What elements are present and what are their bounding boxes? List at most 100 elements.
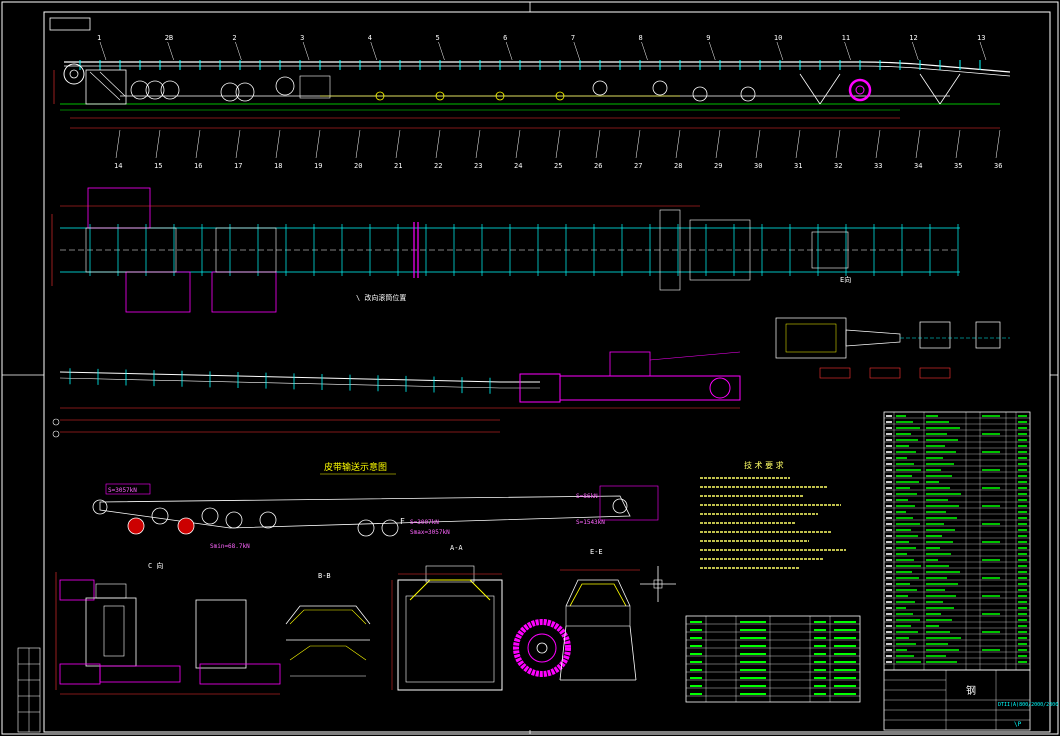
- balloon-leader: [875, 129, 881, 159]
- balloon-leader: [708, 41, 716, 61]
- balloon-leader: [912, 41, 919, 61]
- balloon-leader: [235, 41, 242, 61]
- part-balloon: 33: [874, 162, 882, 170]
- part-balloon: 19: [314, 162, 322, 170]
- part-balloon: 1: [97, 34, 101, 42]
- balloon-leader: [195, 129, 201, 159]
- part-balloon: 7: [571, 34, 575, 42]
- part-balloon: 5: [435, 34, 439, 42]
- part-balloon: 6: [503, 34, 507, 42]
- balloon-leader: [315, 129, 321, 159]
- balloon-leader: [275, 129, 281, 159]
- technical-requirements: 技 术 要 求: [700, 460, 846, 569]
- material-label: 钢: [966, 684, 976, 697]
- balloon-leader: [370, 41, 378, 61]
- part-balloon: 23: [474, 162, 482, 170]
- section-ee-title: E-E: [590, 548, 603, 556]
- section-bb-title: B-B: [318, 572, 331, 580]
- tension-b-label: S=1543kN: [576, 519, 605, 526]
- part-balloon: 35: [954, 162, 962, 170]
- tech-req-title: 技 术 要 求: [744, 460, 784, 470]
- balloon-leader: [776, 41, 784, 61]
- balloon-leader: [979, 41, 987, 61]
- view-e-label: E向: [840, 275, 851, 284]
- section-c-view: C 向: [55, 561, 281, 695]
- tail-detail: E向: [775, 275, 1010, 379]
- part-balloon: 26: [594, 162, 602, 170]
- part-balloon: 15: [154, 162, 162, 170]
- part-balloon: 8: [639, 34, 643, 42]
- balloon-leader: [505, 41, 513, 61]
- tension-c-label: S=86kN: [576, 493, 598, 500]
- balloon-leader: [844, 41, 851, 61]
- balloon-leader: [675, 129, 681, 159]
- belt-transmission-diagram: 皮带输送示意图 S=3057kN F S=3007kN Smax=3057kN …: [92, 461, 659, 550]
- part-balloon: 22: [434, 162, 442, 170]
- part-balloon: 12: [909, 34, 917, 42]
- section-bb-view: B-B: [285, 572, 371, 677]
- parts-list: [883, 411, 1031, 671]
- balloon-leader: [555, 129, 561, 159]
- part-balloon: 3: [300, 34, 304, 42]
- balloon-leader: [235, 129, 241, 159]
- balloon-leader: [595, 129, 601, 159]
- part-balloon: 9: [706, 34, 710, 42]
- part-balloon: 27: [634, 162, 642, 170]
- left-title-strip: [17, 647, 41, 733]
- balloon-leader: [167, 41, 174, 61]
- part-balloon: 31: [794, 162, 802, 170]
- balloon-leader: [438, 41, 445, 61]
- balloon-leader: [955, 129, 961, 159]
- tension-e-label: S=3007kN: [410, 519, 439, 526]
- part-balloon: 17: [234, 162, 242, 170]
- part-balloon: 4: [368, 34, 372, 42]
- balloon-leader: [435, 129, 441, 159]
- part-balloon: 30: [754, 162, 762, 170]
- part-balloon: 28: [674, 162, 682, 170]
- svg-text:\ 改向滚筒位置: \ 改向滚筒位置: [356, 293, 406, 302]
- part-balloon: 32: [834, 162, 842, 170]
- balloon-leader: [475, 129, 481, 159]
- balloon-leader: [355, 129, 361, 159]
- balloon-leader: [395, 129, 401, 159]
- part-balloon: 24: [514, 162, 522, 170]
- part-balloon: 13: [977, 34, 985, 42]
- balloon-leader: [835, 129, 841, 159]
- balloon-leader: [515, 129, 521, 159]
- part-balloon: 2B: [165, 34, 173, 42]
- lower-elevation: [52, 351, 741, 438]
- balloon-leader: [995, 129, 1001, 159]
- part-balloon: 20: [354, 162, 362, 170]
- title-block: 钢 DTII(A)800/2000/2300 \P: [883, 669, 1058, 731]
- label-f: F: [400, 517, 405, 526]
- balloon-leader: [915, 129, 921, 159]
- crosshair-icon: [640, 566, 676, 602]
- pulley-cross-section: [513, 619, 571, 677]
- part-balloon: 25: [554, 162, 562, 170]
- part-balloon: 34: [914, 162, 922, 170]
- part-balloon: 36: [994, 162, 1002, 170]
- drawing-number: DTII(A)800/2000/2300: [998, 702, 1058, 708]
- balloon-leader: [115, 129, 121, 159]
- balloon-leader: [715, 129, 721, 159]
- sheet-mark: \P: [1014, 721, 1022, 728]
- balloon-leader: [99, 41, 107, 61]
- balloon-leader: [302, 41, 310, 61]
- part-balloon: 29: [714, 162, 722, 170]
- part-balloon: 10: [774, 34, 782, 42]
- balloon-leader: [155, 129, 161, 159]
- tension-f-label: Smax=3057kN: [410, 529, 450, 536]
- elevation-view: [53, 60, 1011, 129]
- section-aa-view: A-A: [391, 544, 503, 691]
- balloon-leader: [573, 41, 581, 61]
- section-aa-title: A-A: [450, 544, 463, 552]
- tension-d-label: Smin=68.7kN: [210, 543, 250, 550]
- part-balloon: 18: [274, 162, 282, 170]
- section-ee-view: E-E: [559, 548, 640, 681]
- part-balloon: 16: [194, 162, 202, 170]
- spec-table: [685, 615, 861, 703]
- part-balloon: 2: [232, 34, 236, 42]
